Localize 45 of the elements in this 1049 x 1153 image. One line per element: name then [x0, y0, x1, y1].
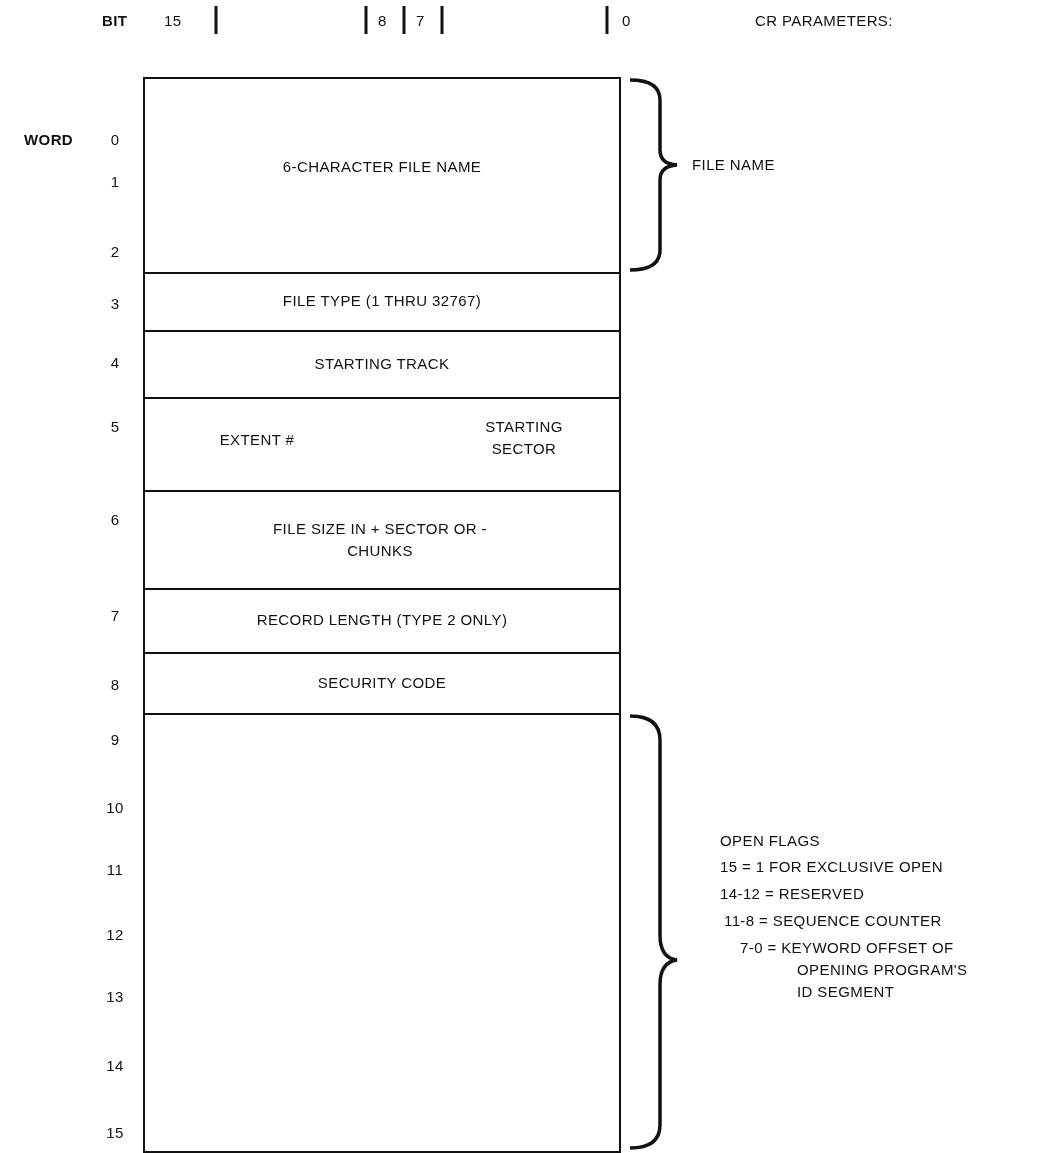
label-text: 14-12 = RESERVED	[720, 884, 865, 904]
record-row	[143, 77, 621, 275]
field-label: SECURITY CODE	[316, 672, 448, 693]
label-text: 15	[164, 11, 182, 31]
label-text: 7	[416, 11, 425, 31]
label-text: FILE NAME	[692, 155, 775, 175]
field-label: STARTING TRACK	[313, 353, 451, 374]
label-text: CR PARAMETERS:	[755, 11, 893, 31]
label-text: BIT	[102, 11, 128, 31]
label-text: 13	[105, 987, 125, 1007]
label-text: 1	[109, 172, 121, 192]
record-row	[143, 652, 621, 716]
label-text: 8	[109, 675, 121, 695]
field-label: RECORD LENGTH (TYPE 2 ONLY)	[255, 610, 509, 630]
label-text: 0	[109, 130, 121, 150]
label-text: 11	[105, 860, 125, 880]
label-text: OPEN FLAGS	[720, 831, 820, 851]
label-text: 15 = 1 FOR EXCLUSIVE OPEN	[720, 857, 943, 877]
label-text: 5	[109, 417, 121, 437]
field-label: 6-CHARACTER FILE NAME	[281, 157, 483, 177]
field-label: STARTING SECTOR	[484, 417, 564, 459]
field-label: FILE TYPE (1 THRU 32767)	[281, 291, 483, 311]
label-text: 12	[105, 925, 125, 945]
label-text: 14	[105, 1056, 125, 1076]
label-text: 11-8 = SEQUENCE COUNTER	[724, 911, 942, 931]
field-label: EXTENT #	[218, 430, 296, 450]
label-text: 7-0 = KEYWORD OFFSET OF OPENING PROGRAM'S ID SEGMENT	[740, 938, 969, 1002]
label-text: WORD	[24, 130, 74, 150]
field-label: FILE SIZE IN + SECTOR OR - CHUNKS	[272, 519, 488, 561]
label-text: 4	[109, 353, 121, 373]
record-row	[143, 397, 621, 493]
record-row	[143, 272, 621, 333]
label-text: 3	[109, 294, 121, 314]
label-text: 10	[105, 798, 125, 818]
label-text: 9	[109, 730, 121, 750]
label-text: 8	[378, 11, 387, 31]
record-row	[143, 588, 621, 655]
label-text: 7	[109, 606, 121, 626]
label-text: 6	[109, 510, 121, 530]
empty-record-box	[143, 713, 621, 1153]
label-text: 2	[109, 242, 121, 262]
label-text: 15	[105, 1123, 125, 1143]
record-row	[143, 330, 621, 400]
label-text: 0	[622, 11, 631, 31]
record-row	[143, 490, 621, 591]
